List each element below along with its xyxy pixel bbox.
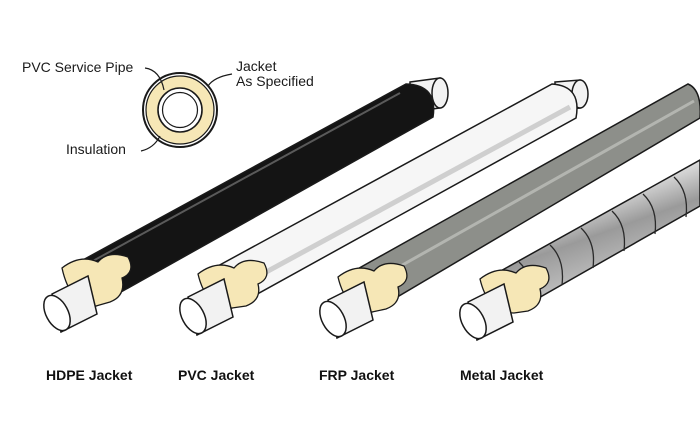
frp-pipe	[319, 83, 700, 340]
label-pvc-jacket: PVC Jacket	[178, 367, 255, 383]
service-pipe-end	[459, 302, 487, 340]
label-metal-jacket: Metal Jacket	[460, 367, 544, 383]
metal-pipe	[459, 159, 700, 342]
cross-section-detail	[140, 67, 233, 152]
service-pipe-end	[319, 300, 347, 338]
pvc-pipe	[179, 79, 589, 337]
service-pipe-far-end	[431, 77, 449, 109]
leader-insulation	[140, 135, 161, 152]
service-pipe-bore	[161, 91, 199, 129]
service-pipe-end	[43, 294, 71, 332]
jacket-seams	[518, 176, 688, 303]
jacket-highlight	[79, 92, 401, 269]
leader-jacket	[207, 73, 233, 87]
callout-service-pipe: PVC Service Pipe	[22, 59, 134, 75]
label-frp-jacket: FRP Jacket	[319, 367, 395, 383]
label-hdpe-jacket: HDPE Jacket	[46, 367, 133, 383]
jacket-shade	[220, 104, 572, 299]
jacket-highlight	[357, 99, 695, 292]
leader-service-pipe	[144, 67, 165, 91]
service-pipe-end	[179, 297, 207, 335]
callout-jacket-line2: As Specified	[236, 73, 314, 89]
jacket-body	[68, 83, 435, 307]
hdpe-pipe	[43, 77, 449, 334]
callout-insulation: Insulation	[66, 141, 126, 157]
callout-jacket-line1: Jacket	[236, 58, 277, 74]
